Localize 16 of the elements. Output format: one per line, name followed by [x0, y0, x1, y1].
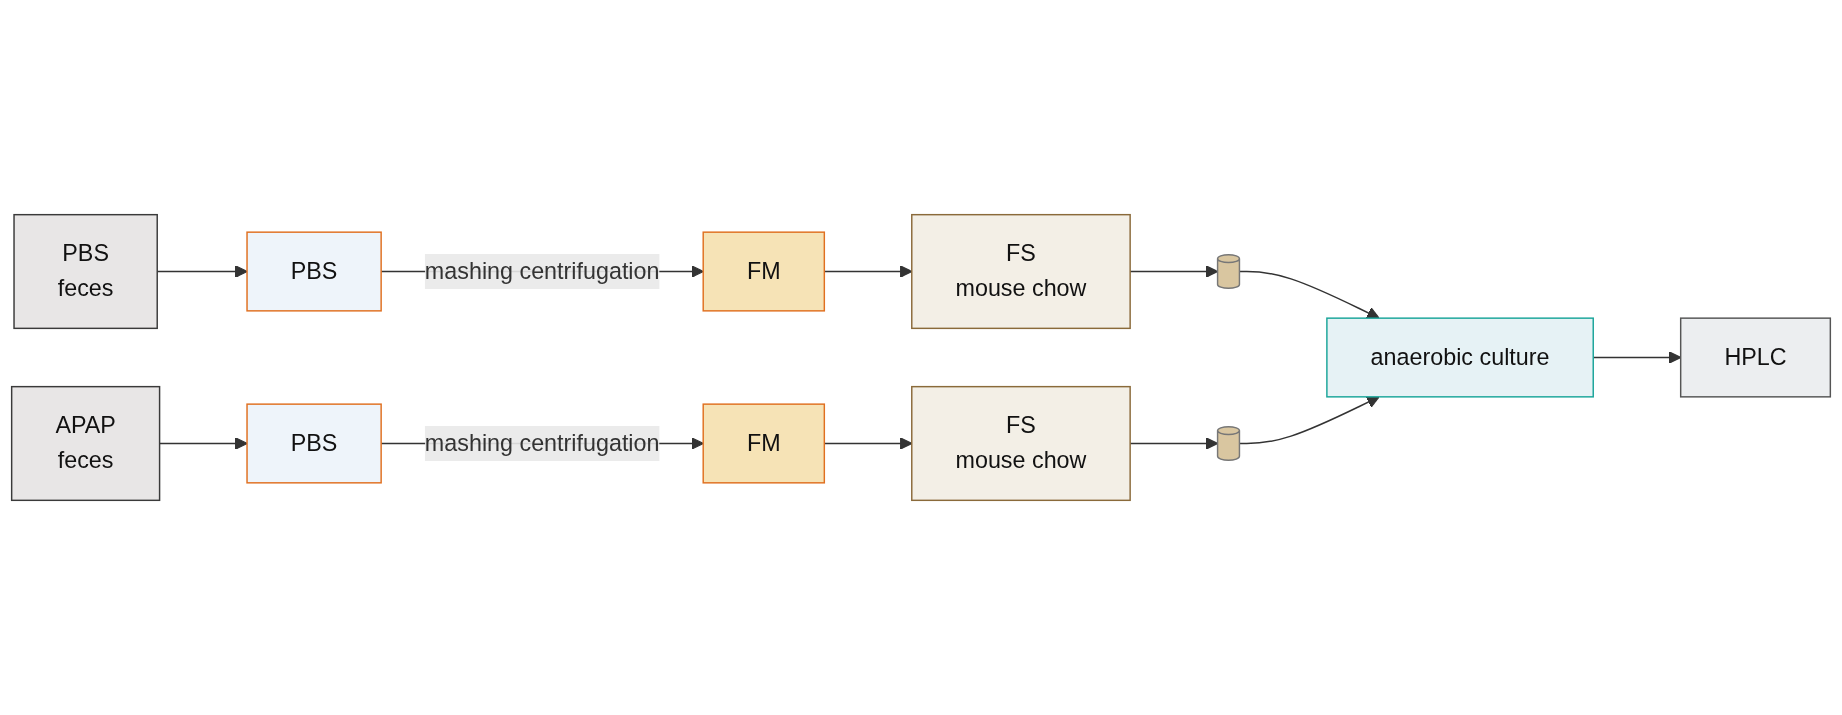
edge-label: mashing centrifugation	[424, 430, 660, 456]
node-box: PBS	[246, 231, 382, 312]
node-box: PBS feces	[13, 213, 158, 330]
node-box: FS mouse chow	[911, 213, 1131, 330]
node-cylinder	[1216, 425, 1241, 461]
node-box: FM	[702, 403, 826, 484]
node-box: FS mouse chow	[911, 385, 1131, 502]
node-box: anaerobic culture	[1326, 317, 1594, 398]
edge-label: mashing centrifugation	[424, 258, 660, 284]
node-box: PBS	[246, 403, 382, 484]
node-cylinder	[1216, 254, 1241, 290]
arrow	[1238, 270, 1380, 319]
arrow	[1238, 396, 1380, 445]
node-box: HPLC	[1679, 317, 1832, 398]
node-box: APAP feces	[10, 385, 161, 502]
node-box: FM	[702, 231, 826, 312]
